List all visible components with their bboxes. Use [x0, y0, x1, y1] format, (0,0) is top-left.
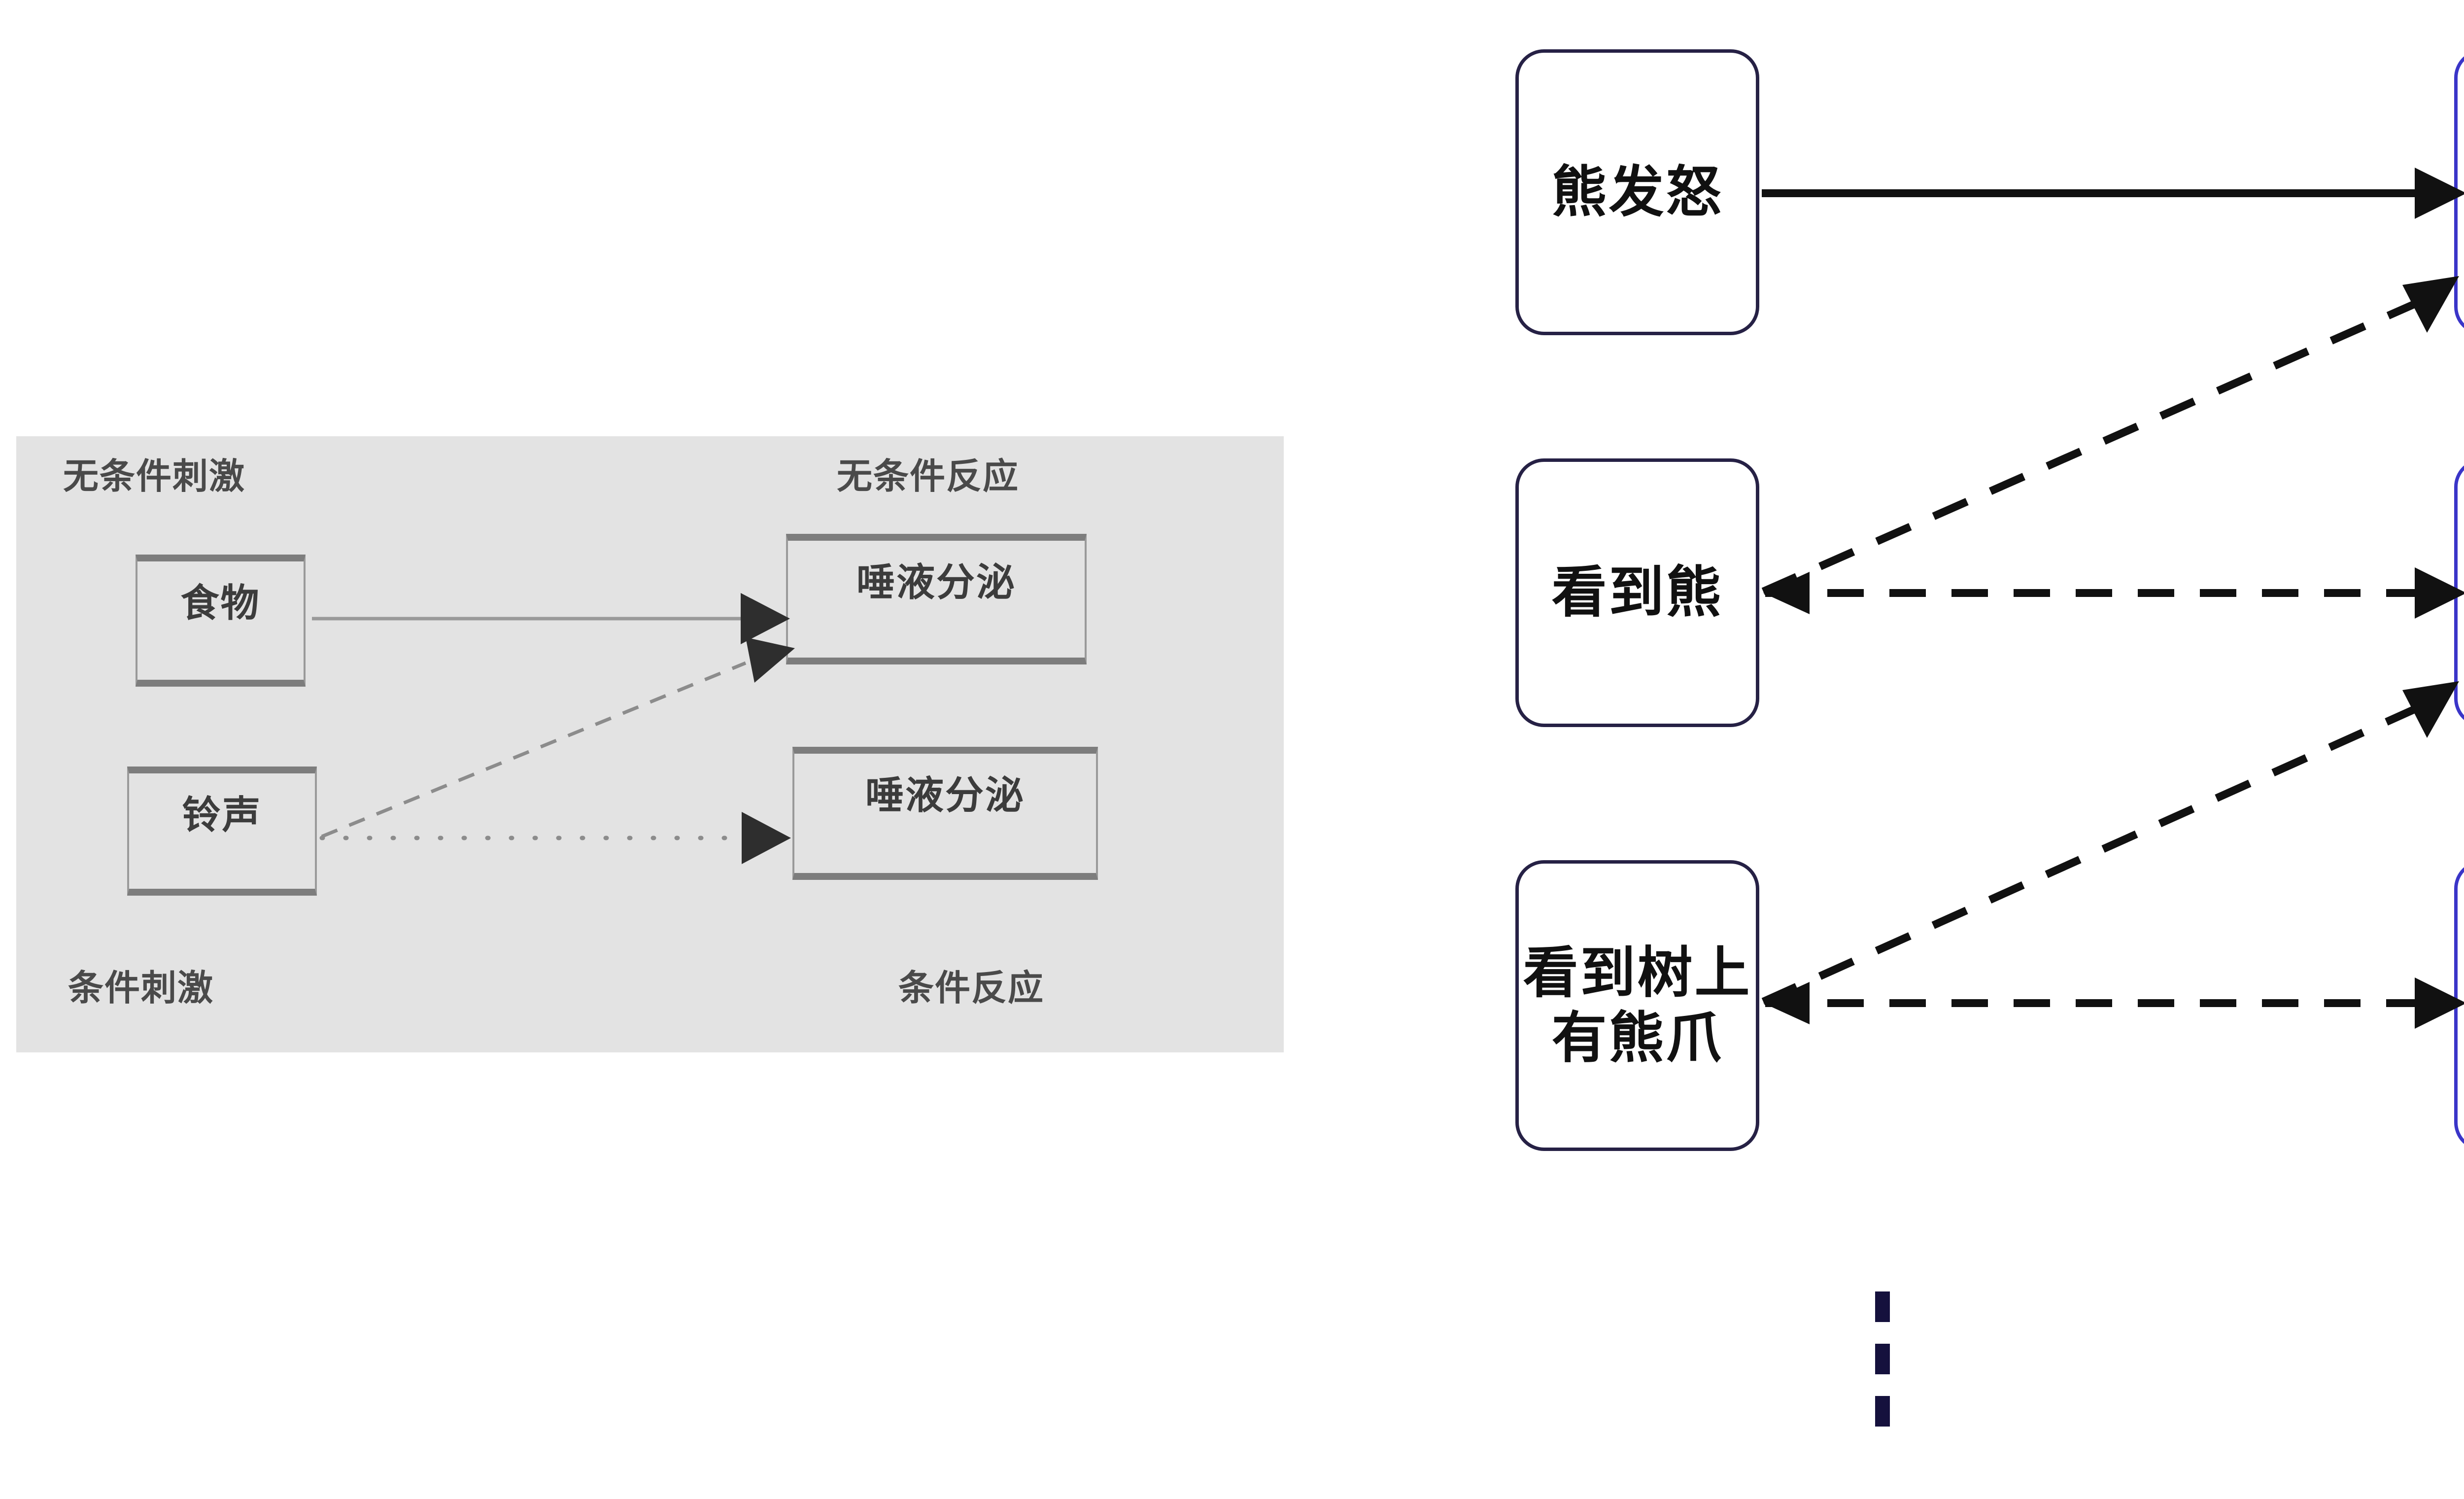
rl-box-see-claw-on-tree-label: 看到树上 有熊爪	[1523, 941, 1752, 1070]
rl-box-see-bear[interactable]: 看到熊	[1515, 458, 1759, 727]
pavlov-edge-bell-to-salivation-top	[321, 661, 747, 838]
rl-edge-see-claw-to-value-s-prime	[1761, 702, 2424, 1006]
rl-box-value-s-prime[interactable]: V(s′)	[2454, 458, 2464, 727]
pavlov-box-salivation-bottom: 唾液分泌	[792, 747, 1098, 880]
rl-edge-see-bear-to-reward	[1761, 297, 2424, 595]
ellipsis-dot	[1875, 1344, 1890, 1374]
caption-conditioned-stimulus: 条件刺激	[68, 967, 214, 1009]
pavlov-box-salivation-top: 唾液分泌	[786, 534, 1087, 664]
pavlov-box-salivation-top-label: 唾液分泌	[856, 560, 1016, 605]
rl-arrowhead-see-bear-left	[1763, 572, 1810, 614]
rl-box-bear-angry-label: 熊发怒	[1551, 160, 1723, 224]
pavlov-box-bell: 铃声	[127, 767, 317, 896]
rl-arrowhead-see-claw-left	[1763, 982, 1810, 1024]
caption-unconditioned-stimulus: 无条件刺激	[63, 455, 246, 497]
ellipsis-left-column	[1875, 1291, 1890, 1427]
pavlov-box-salivation-bottom-label: 唾液分泌	[865, 773, 1025, 818]
caption-conditioned-response: 条件反应	[898, 967, 1045, 1009]
rl-box-bear-angry[interactable]: 熊发怒	[1515, 49, 1759, 335]
rl-box-value-s[interactable]: V(s)	[2454, 860, 2464, 1151]
rl-box-see-bear-label: 看到熊	[1551, 560, 1723, 625]
ellipsis-dot	[1875, 1291, 1890, 1322]
pavlov-arrowhead-bell-dotted	[742, 812, 791, 864]
pavlovian-conditioning-panel: 无条件刺激 无条件反应 条件刺激 条件反应 食物 铃声 唾液分泌 唾液分泌	[16, 436, 1284, 1052]
rl-arrowhead-see-bear-to-reward	[2402, 276, 2459, 333]
pavlov-arrowhead-food	[741, 593, 790, 644]
rl-box-see-claw-on-tree[interactable]: 看到树上 有熊爪	[1515, 860, 1759, 1151]
ellipsis-dot	[1875, 1396, 1890, 1427]
pavlov-box-food-label: 食物	[180, 581, 261, 626]
rl-arrowhead-see-claw-to-value-s-prime	[2402, 681, 2459, 738]
caption-unconditioned-response: 无条件反应	[837, 455, 1020, 497]
rl-box-reward[interactable]: 奖励	[2454, 49, 2464, 335]
pavlov-box-bell-label: 铃声	[182, 793, 262, 837]
pavlov-box-food: 食物	[136, 555, 306, 687]
rl-analogy-panel: 熊发怒 看到熊 看到树上 有熊爪 奖励 V(s′) V(s)	[1454, 0, 2464, 1499]
